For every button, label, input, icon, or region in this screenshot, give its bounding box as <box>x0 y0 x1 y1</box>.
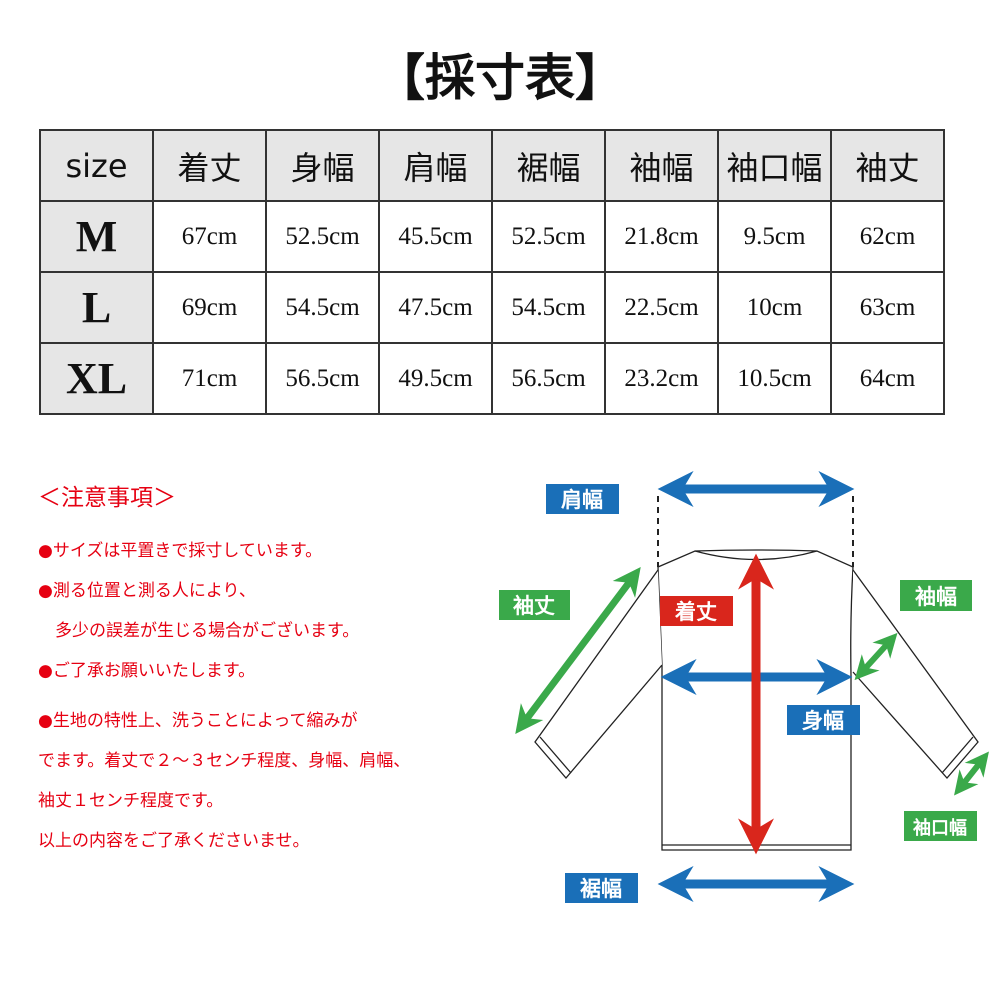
value-cell: 10.5cm <box>717 342 832 415</box>
value-cell: 54.5cm <box>265 271 380 344</box>
value-cell: 67cm <box>152 200 267 273</box>
note-line: ●ご了承お願いいたします。 <box>38 661 256 681</box>
label-sleeve-length: 袖丈 <box>513 594 555 618</box>
note-line: でます。着丈で２～３センチ程度、身幅、肩幅、 <box>38 751 411 771</box>
label-shoulder-width: 肩幅 <box>561 488 603 512</box>
note-line: ●サイズは平置きで採寸しています。 <box>38 541 323 561</box>
table-row: L 69cm 54.5cm 47.5cm 54.5cm 22.5cm 10cm … <box>39 271 945 344</box>
size-table: size 着丈 身幅 肩幅 裾幅 袖幅 袖口幅 袖丈 M 67cm 52.5cm… <box>39 129 945 415</box>
header-cell: 肩幅 <box>378 129 493 202</box>
label-body-width: 身幅 <box>802 709 844 733</box>
sleeve-width-arrow <box>854 632 898 681</box>
size-cell: XL <box>39 342 154 415</box>
table-header-row: size 着丈 身幅 肩幅 裾幅 袖幅 袖口幅 袖丈 <box>39 129 945 202</box>
value-cell: 71cm <box>152 342 267 415</box>
value-cell: 9.5cm <box>717 200 832 273</box>
value-cell: 64cm <box>830 342 945 415</box>
table-row: XL 71cm 56.5cm 49.5cm 56.5cm 23.2cm 10.5… <box>39 342 945 415</box>
label-hem-width: 裾幅 <box>580 877 622 901</box>
value-cell: 49.5cm <box>378 342 493 415</box>
value-cell: 54.5cm <box>491 271 606 344</box>
label-cuff-width: 袖口幅 <box>913 817 967 839</box>
header-cell: 袖幅 <box>604 129 719 202</box>
value-cell: 10cm <box>717 271 832 344</box>
page-title: 【採寸表】 <box>375 49 625 107</box>
value-cell: 21.8cm <box>604 200 719 273</box>
header-cell: 裾幅 <box>491 129 606 202</box>
value-cell: 62cm <box>830 200 945 273</box>
value-cell: 56.5cm <box>265 342 380 415</box>
label-sleeve-width: 袖幅 <box>915 585 957 609</box>
value-cell: 63cm <box>830 271 945 344</box>
value-cell: 47.5cm <box>378 271 493 344</box>
value-cell: 52.5cm <box>265 200 380 273</box>
cuff-width-arrow <box>954 751 989 796</box>
value-cell: 22.5cm <box>604 271 719 344</box>
header-cell: 身幅 <box>265 129 380 202</box>
label-length: 着丈 <box>674 600 717 624</box>
value-cell: 52.5cm <box>491 200 606 273</box>
notes-heading: ＜注意事項＞ <box>38 485 176 511</box>
value-cell: 69cm <box>152 271 267 344</box>
note-line: 袖丈１センチ程度です。 <box>38 791 224 811</box>
sleeve-length-arrow <box>515 567 641 734</box>
note-line: 以上の内容をご了承くださいませ。 <box>38 831 310 851</box>
header-cell: 袖口幅 <box>717 129 832 202</box>
header-cell: 着丈 <box>152 129 267 202</box>
note-line: ●測る位置と測る人により、 <box>38 581 256 601</box>
header-cell: size <box>39 129 154 202</box>
value-cell: 23.2cm <box>604 342 719 415</box>
note-line: 多少の誤差が生じる場合がございます。 <box>38 621 360 641</box>
size-cell: L <box>39 271 154 344</box>
notes-section: ＜注意事項＞ ●サイズは平置きで採寸しています。 ●測る位置と測る人により、 多… <box>38 478 410 870</box>
header-cell: 袖丈 <box>830 129 945 202</box>
table-row: M 67cm 52.5cm 45.5cm 52.5cm 21.8cm 9.5cm… <box>39 200 945 273</box>
size-cell: M <box>39 200 154 273</box>
note-line: ●生地の特性上、洗うことによって縮みが <box>38 711 358 731</box>
value-cell: 45.5cm <box>378 200 493 273</box>
dashed-guides <box>657 496 854 567</box>
value-cell: 56.5cm <box>491 342 606 415</box>
